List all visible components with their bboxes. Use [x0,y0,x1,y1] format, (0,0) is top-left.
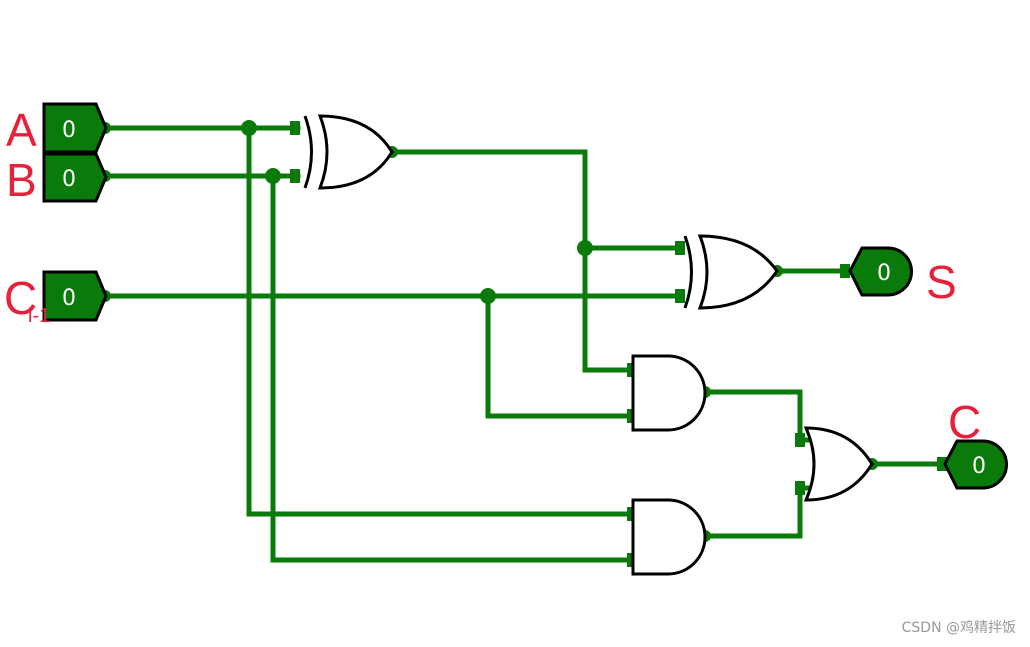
output-s: 0 [848,246,913,297]
xor-gate-1 [303,114,394,190]
svg-text:0: 0 [62,118,76,143]
xor-gate-2 [683,234,779,310]
svg-text:0: 0 [62,167,76,192]
svg-text:0: 0 [877,261,891,286]
svg-text:0: 0 [972,454,986,479]
input-cin[interactable]: 0 [42,270,108,322]
output-c: 0 [943,439,1008,490]
label-cin: C [4,272,37,324]
watermark: CSDN @鸡精拌饭 [901,620,1016,636]
input-b[interactable]: 0 [42,152,108,203]
label-a: A [6,104,37,156]
label-cout: C [948,396,981,448]
or-gate [803,426,874,502]
label-cin-subscript: i-1 [28,305,50,327]
and-gate-1 [631,354,707,432]
input-a[interactable]: 0 [42,102,108,154]
label-b: B [6,154,37,206]
svg-text:0: 0 [62,286,76,311]
label-s: S [926,256,957,308]
wires [102,125,948,563]
and-gate-2 [631,498,707,576]
